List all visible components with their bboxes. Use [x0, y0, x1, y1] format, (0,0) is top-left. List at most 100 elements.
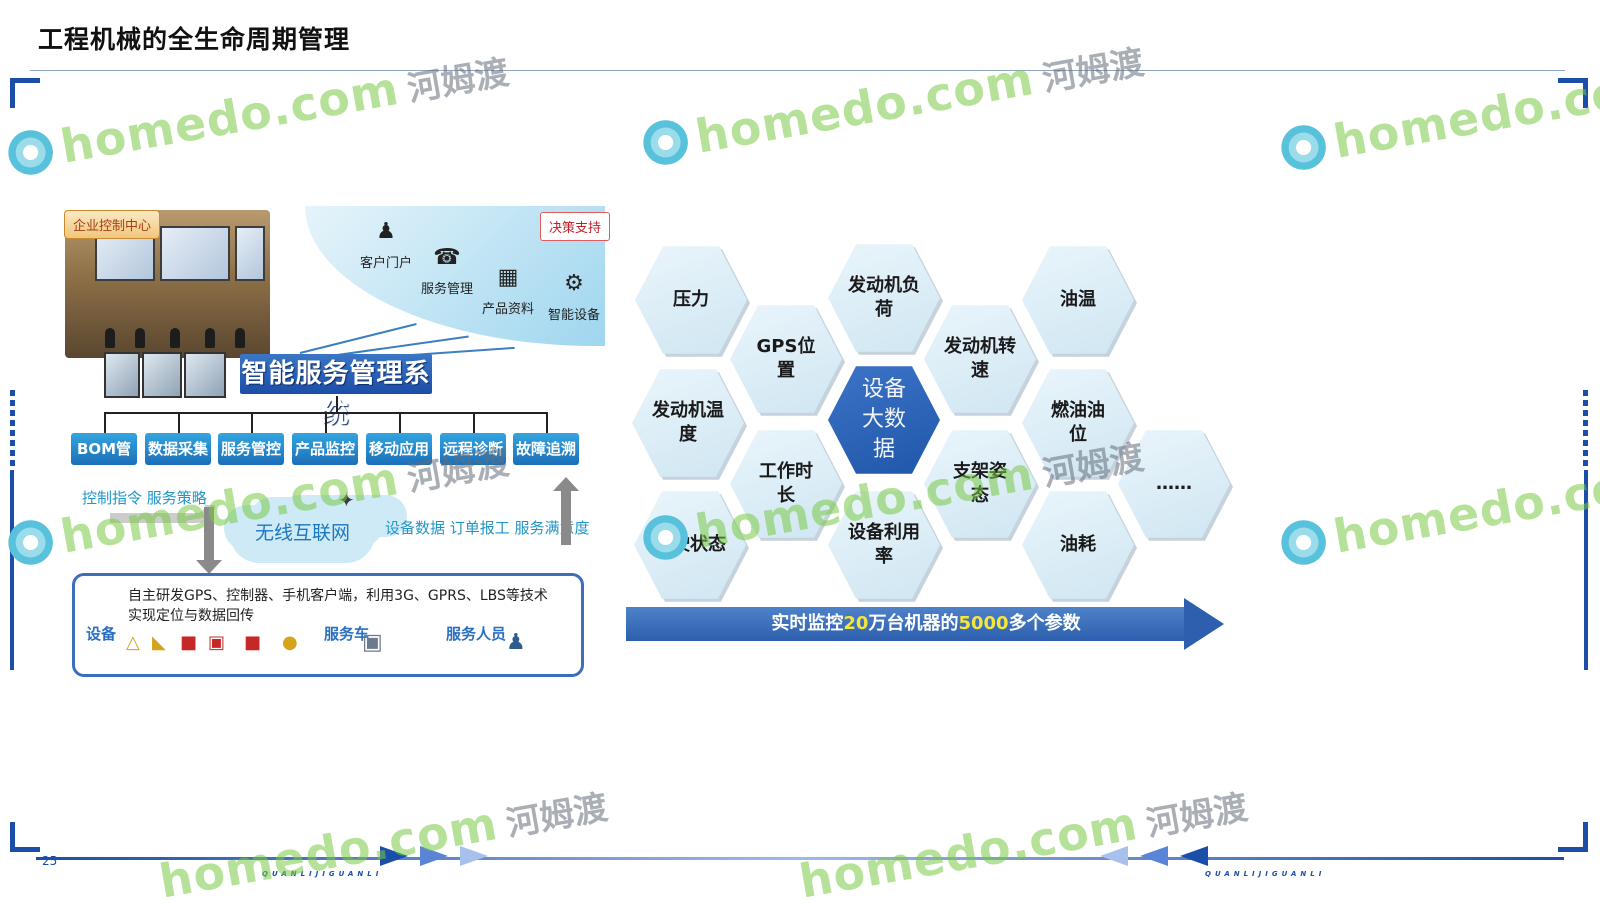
person-figure — [170, 328, 180, 348]
frame-bar-right — [1584, 470, 1588, 670]
footer-tiny-text: QUANLIJIGUANLI — [1205, 870, 1326, 878]
tree-connector — [546, 412, 548, 434]
arc-item-label: 智能设备 — [548, 308, 601, 323]
title-rule — [30, 70, 1565, 71]
footer-chevron — [460, 846, 488, 866]
monitoring-arrow-head — [1184, 598, 1224, 650]
flower-logo-icon — [1273, 512, 1334, 573]
dump-truck-icon: ■ — [244, 632, 262, 653]
arrow-text-suffix: 多个参数 — [1008, 613, 1081, 634]
watermark-brand: homedo.com — [795, 795, 1142, 900]
page-number: 25 — [42, 854, 58, 868]
flower-logo-icon — [0, 122, 61, 183]
footer-tiny-text: QUANLIJIGUANLI — [262, 870, 383, 878]
uplink-arrow — [561, 490, 571, 545]
watermark-brand: homedo.com — [691, 51, 1039, 164]
wall-screen — [160, 226, 230, 281]
module-product-monitor: 产品监控 — [292, 433, 358, 465]
footer-chevron — [1140, 846, 1168, 866]
tree-connector — [399, 412, 401, 434]
arc-item-customer-portal: ♟ 客户门户 — [360, 216, 412, 271]
arrow-text-mid: 万台机器的 — [868, 613, 959, 634]
arc-item-label: 客户门户 — [360, 256, 413, 271]
module-bom: BOM管理 — [71, 433, 137, 490]
frame-corner-bottom-left — [10, 822, 40, 852]
person-figure — [205, 328, 215, 348]
service-staff-label: 服务人员 — [446, 625, 507, 643]
person-figure — [105, 328, 115, 348]
watermark-cn: 河姆渡 — [404, 52, 512, 110]
module-fault-trace: 故障追溯 — [513, 433, 579, 465]
page-title: 工程机械的全生命周期管理 — [38, 25, 351, 54]
monitor-screen — [184, 352, 226, 398]
module-mobile-app: 移动应用 — [366, 433, 432, 465]
tree-connector — [473, 412, 475, 434]
phone-icon: ☎ — [433, 245, 461, 270]
downlink-arrow-head — [196, 560, 222, 574]
arc-item-label: 服务管理 — [421, 282, 474, 297]
module-remote-diagnosis: 远程诊断 — [440, 433, 506, 465]
service-staff-icon: ♟ — [506, 630, 526, 655]
monitor-screen — [142, 352, 182, 398]
watermark-cn: 河姆渡 — [503, 787, 611, 845]
footer-line — [36, 857, 1564, 860]
watermark: homedo.com 河姆渡 — [795, 777, 1251, 900]
system-banner: 智能服务管理系统 — [240, 354, 432, 429]
arc-item-smart-device: ⚙ 智能设备 — [548, 268, 600, 323]
field-devices-box — [72, 573, 584, 677]
arc-item-product-docs: ▦ 产品资料 — [482, 262, 534, 317]
uplink-arrow-head — [553, 477, 579, 491]
device-label: 设备 — [86, 625, 117, 643]
footer-chevron — [1100, 846, 1128, 866]
cloud-label: 无线互联网 — [254, 522, 350, 544]
device-data-label: 设备数据 订单报工 服务满意度 — [385, 519, 590, 537]
hex-working-hours: 工作时长 — [730, 430, 842, 538]
hex-engine-load: 发动机负荷 — [828, 244, 940, 352]
user-group-icon: ♟ — [376, 219, 396, 244]
building-icon: ▦ — [497, 265, 519, 290]
arrow-highlight-machines: 20 — [843, 613, 869, 634]
excavator-icon: ◣ — [152, 632, 166, 653]
tree-connector — [325, 412, 327, 434]
hex-gps-position: GPS位置 — [730, 305, 842, 413]
mixer-truck-icon: ▣ — [208, 632, 226, 653]
watermark: homedo.com 河姆渡 — [635, 32, 1147, 174]
downlink-arrow — [204, 507, 214, 562]
watermark: homedo.com 河姆渡 — [155, 777, 611, 900]
control-commands-label: 控制指令 服务策略 — [82, 489, 207, 507]
footer-chevron — [380, 846, 408, 866]
monitoring-arrow — [626, 607, 1186, 641]
watermark: homedo.com — [1273, 451, 1600, 574]
hex-engine-speed: 发动机转速 — [924, 305, 1036, 413]
arrow-text-prefix: 实时监控 — [771, 613, 844, 634]
frame-corner-top-right — [1558, 78, 1588, 108]
person-figure — [235, 328, 245, 348]
module-service-control: 服务管控 — [218, 433, 284, 465]
frame-dash-right — [1583, 390, 1588, 470]
decision-support-tag: 决策支持 — [540, 212, 611, 241]
arrow-highlight-params: 5000 — [958, 613, 1009, 634]
watermark-brand: homedo.com — [56, 61, 404, 174]
tree-connector — [178, 412, 180, 434]
frame-corner-bottom-right — [1558, 822, 1588, 852]
hex-bracket-posture: 支架姿态 — [924, 430, 1036, 538]
tree-connector — [251, 412, 253, 434]
footer-chevron — [1180, 846, 1208, 866]
watermark: homedo.com — [1273, 56, 1600, 179]
watermark-cn: 河姆渡 — [1143, 787, 1251, 845]
flower-logo-icon — [635, 112, 696, 173]
gear-bulb-icon: ⚙ — [564, 271, 584, 296]
control-center-tag: 企业控制中心 — [64, 210, 161, 239]
tree-connector — [104, 412, 106, 434]
person-figure — [135, 328, 145, 348]
hex-engine-temp: 发动机温度 — [632, 369, 744, 477]
tree-connector — [336, 396, 338, 412]
watermark-brand: homedo.com — [1329, 451, 1600, 564]
crane-icon: △ — [126, 632, 140, 653]
module-data-collection: 数据采集 — [145, 433, 211, 465]
watermark: homedo.com 河姆渡 — [0, 42, 512, 184]
satellite-icon: ✦ — [338, 488, 355, 512]
hex-utilization: 设备利用率 — [828, 491, 940, 599]
connector-line — [299, 322, 417, 354]
